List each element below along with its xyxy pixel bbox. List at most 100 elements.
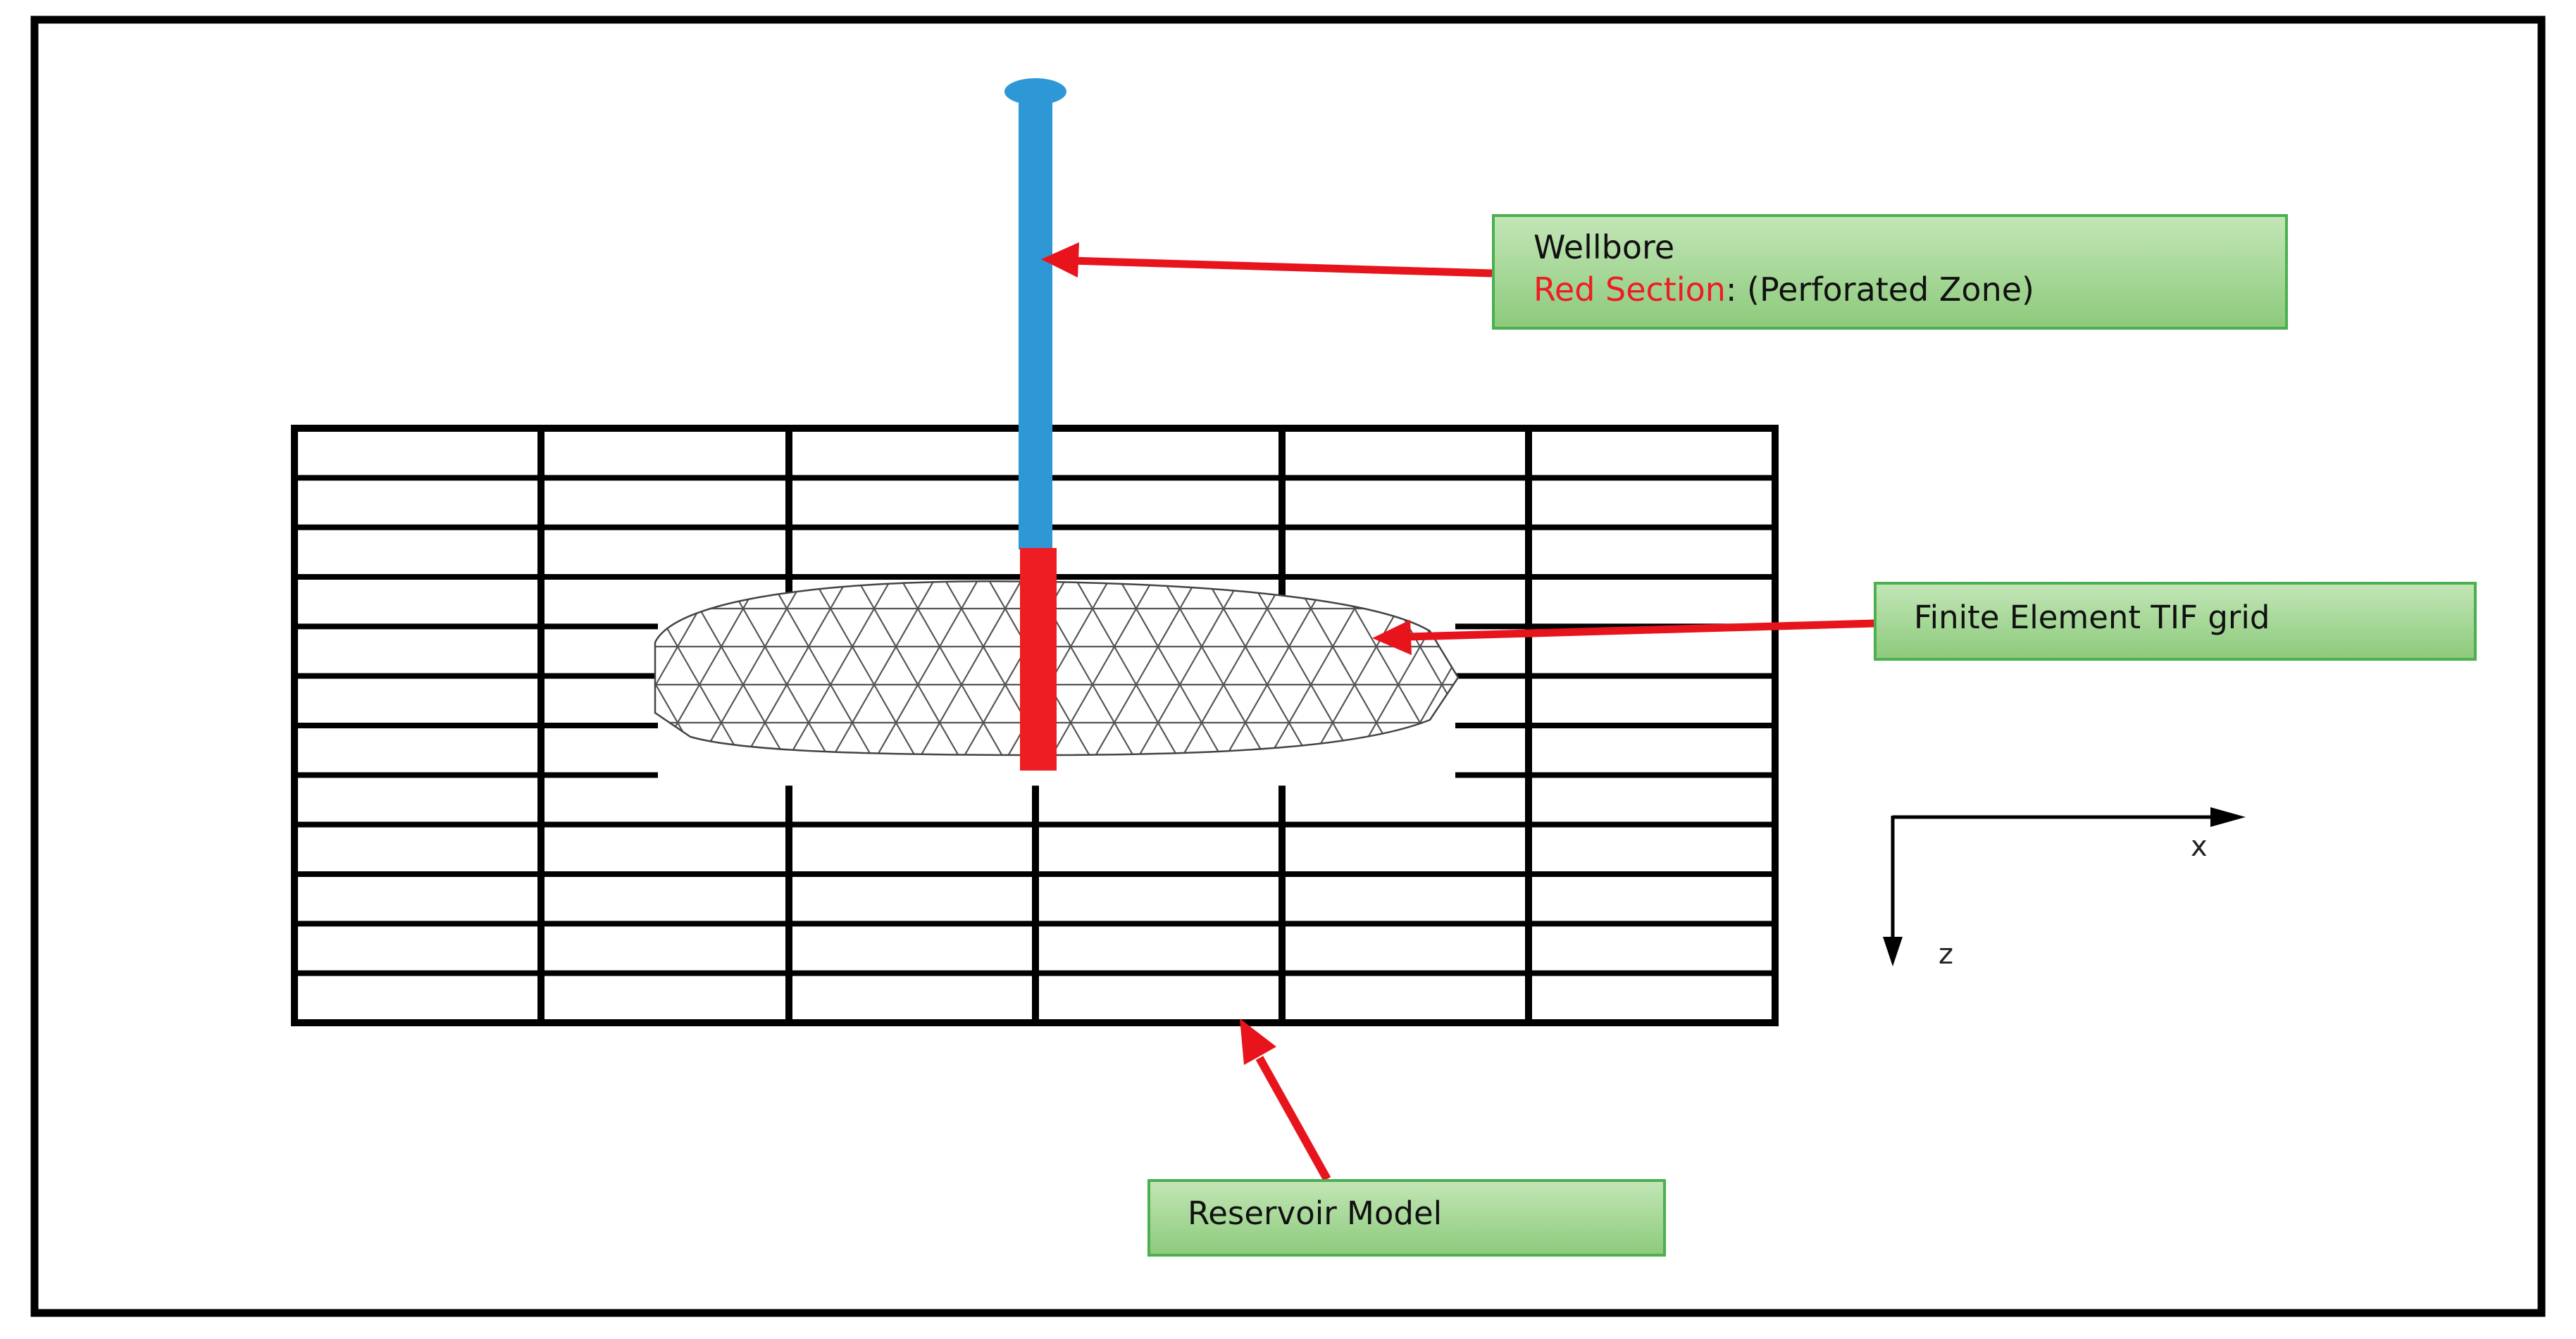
mesh-edge: [873, 581, 897, 609]
mesh-edge: [742, 646, 766, 685]
wellbore: [1004, 78, 1066, 771]
mesh-edge: [873, 646, 897, 685]
mesh-edge: [917, 581, 940, 609]
mesh-edge: [677, 646, 700, 685]
mesh-edge: [1135, 646, 1159, 685]
mesh-edge: [1070, 581, 1093, 609]
reservoir-arrow: [1240, 1019, 1331, 1181]
mesh-edge: [830, 581, 853, 609]
mesh-edge: [961, 608, 984, 647]
mesh-edge: [1092, 608, 1115, 647]
reservoir-label-box: Reservoir Model: [1147, 1179, 1666, 1257]
mesh-edge: [917, 684, 940, 723]
mesh-edge: [1070, 608, 1093, 647]
mesh-edge: [895, 684, 919, 723]
mesh-edge: [1070, 684, 1093, 723]
tif-mesh-outline: [654, 580, 1460, 756]
axes-indicator: x z: [1883, 807, 2246, 971]
tif-grid-arrow: [1372, 619, 1876, 655]
mesh-edge: [1201, 646, 1224, 685]
mesh-edge: [1245, 684, 1268, 723]
mesh-edge: [699, 646, 722, 685]
mesh-edge: [1332, 608, 1355, 647]
mesh-edge: [1135, 684, 1159, 723]
wellbore-arrow: [1041, 242, 1493, 278]
mesh-edge: [983, 684, 1006, 723]
mesh-edge: [1004, 581, 1028, 609]
mesh-edge: [1223, 684, 1246, 723]
mesh-edge: [852, 608, 875, 647]
mesh-edge: [1179, 646, 1202, 685]
tif-grid-label-box: Finite Element TIF grid: [1874, 582, 2477, 661]
mesh-edge: [1376, 684, 1399, 723]
mesh-edge: [1419, 684, 1443, 723]
pointer-arrows: [1041, 242, 1876, 1181]
mesh-edge: [721, 646, 744, 685]
mesh-edge: [895, 608, 919, 647]
mesh-edge: [1114, 646, 1137, 685]
mesh-edge: [1135, 608, 1159, 647]
mesh-edge: [873, 608, 897, 647]
mesh-edge: [895, 581, 919, 609]
mesh-edge: [1354, 608, 1377, 647]
mesh-edge: [983, 646, 1006, 685]
mesh-edge: [1310, 608, 1333, 647]
mesh-edge: [764, 646, 788, 685]
mesh-edge: [983, 581, 1006, 609]
mesh-edge: [1179, 581, 1202, 609]
mesh-edge: [1114, 608, 1137, 647]
mesh-edge: [939, 581, 962, 609]
perforated-zone-text: : (Perforated Zone): [1726, 270, 2034, 309]
mesh-edge: [742, 608, 766, 647]
mesh-edge: [1310, 684, 1333, 723]
wellbore-blue-section: [1019, 92, 1052, 549]
mesh-edge: [786, 608, 809, 647]
wellbore-subtitle: Red Section: (Perforated Zone): [1533, 270, 2034, 309]
wellbore-top-cap: [1004, 78, 1066, 105]
mesh-edge: [1179, 684, 1202, 723]
z-axis-arrowhead: [1883, 937, 1903, 966]
mesh-edge: [699, 608, 722, 647]
mesh-edge: [1267, 684, 1290, 723]
mesh-edge: [895, 646, 919, 685]
mesh-edge: [1398, 646, 1421, 685]
mesh-edge: [1114, 581, 1137, 609]
mesh-edge: [808, 608, 831, 647]
mesh-edge: [764, 684, 788, 723]
mesh-edge: [1070, 646, 1093, 685]
mesh-edge: [677, 608, 700, 647]
mesh-edge: [1245, 608, 1268, 647]
x-axis-label: x: [2191, 830, 2208, 863]
reservoir-label: Reservoir Model: [1188, 1195, 1442, 1232]
mesh-edge: [1332, 684, 1355, 723]
mesh-edge: [1288, 608, 1312, 647]
mesh-edge: [786, 646, 809, 685]
mesh-edge: [830, 608, 853, 647]
mesh-edge: [1398, 684, 1421, 723]
mesh-edge: [1201, 684, 1224, 723]
mesh-edge: [873, 684, 897, 723]
mesh-edge: [917, 646, 940, 685]
mesh-edge: [721, 608, 744, 647]
mesh-edge: [1288, 646, 1312, 685]
mesh-edge: [721, 684, 744, 723]
mesh-edge: [1179, 608, 1202, 647]
mesh-edge: [1223, 646, 1246, 685]
mesh-edge: [1267, 608, 1290, 647]
wellbore-label-box: Wellbore Red Section: (Perforated Zone): [1492, 214, 2288, 330]
mesh-edge: [1135, 581, 1159, 609]
mesh-edge: [1419, 646, 1443, 685]
mesh-edge: [699, 684, 722, 723]
mesh-edge: [830, 684, 853, 723]
mesh-edge: [655, 684, 678, 723]
mesh-edge: [1267, 646, 1290, 685]
wellbore-perforated-section: [1020, 548, 1057, 771]
wellbore-title: Wellbore: [1533, 228, 1674, 266]
mesh-edge: [1245, 646, 1268, 685]
mesh-edge: [1157, 581, 1181, 609]
mesh-edge: [939, 608, 962, 647]
mesh-edge: [852, 646, 875, 685]
mesh-edge: [655, 646, 678, 685]
mesh-edge: [786, 684, 809, 723]
